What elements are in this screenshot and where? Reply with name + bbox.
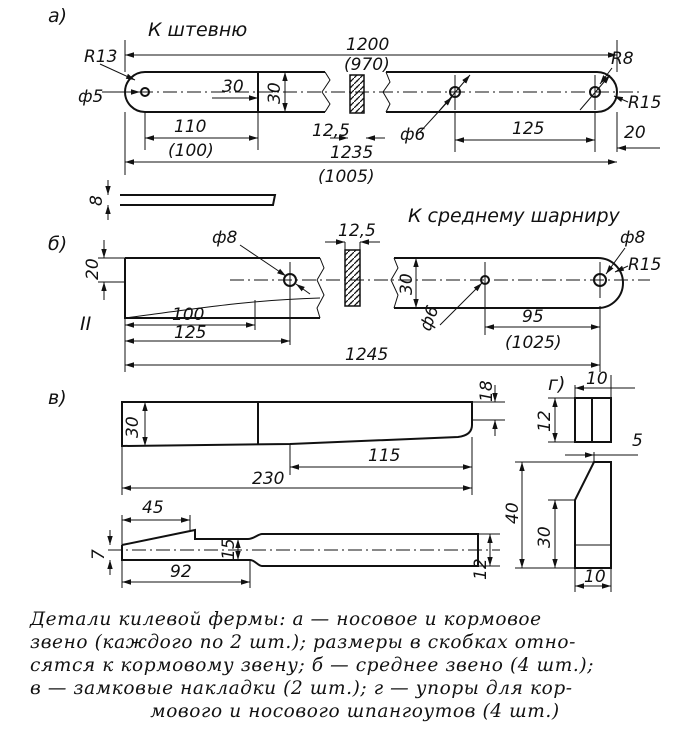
- dim-b-1245: 1245: [345, 345, 388, 365]
- dim-b-125: 125: [174, 323, 206, 343]
- view-b-taper: [124, 297, 321, 319]
- dim-g-40: 40: [503, 502, 523, 524]
- dim-b-100: 100: [172, 305, 204, 325]
- dim-a-r8: R8: [611, 49, 634, 69]
- dim-b-d8-right: ф8: [620, 228, 646, 248]
- view-a-section: [349, 74, 365, 114]
- dim-v-45: 45: [142, 498, 164, 518]
- dim-a-100: (100): [168, 141, 214, 161]
- dim-v-7: 7: [89, 549, 109, 560]
- keel-truss-drawing: а) К штевню 1200 (970) R13 ф5 R8 R: [48, 5, 661, 592]
- view-b-section: [344, 249, 361, 307]
- view-a-bar-right: [386, 71, 618, 113]
- view-v-plate-side: [121, 528, 479, 567]
- view-v: в) 30 18 115 230 45 7 15 92: [48, 380, 505, 588]
- dim-v-92: 92: [170, 562, 192, 582]
- view-a-label: а): [48, 5, 67, 27]
- dim-v-15: 15: [219, 538, 239, 560]
- dim-a-30w: 30: [222, 77, 244, 97]
- caption-line-2: звено (каждого по 2 шт.); размеры в скоб…: [30, 632, 576, 653]
- figure-caption: Детали килевой фермы: а — носовое и корм…: [30, 608, 680, 723]
- dim-a-30h: 30: [265, 82, 285, 104]
- dim-g-5: 5: [632, 431, 643, 451]
- dim-a-8: 8: [87, 195, 107, 206]
- view-v-label: в): [48, 387, 67, 409]
- view-g: г) 10 12 5 40 30 10: [503, 369, 643, 592]
- dim-v-115: 115: [368, 446, 400, 466]
- dim-a-110: 110: [174, 117, 206, 137]
- dim-a-1235: 1235: [330, 143, 373, 163]
- dim-a-d6: ф6: [400, 125, 426, 145]
- caption-line-3: сятся к кормовому звену; б — среднее зве…: [30, 655, 595, 676]
- view-b-break-right: [390, 257, 399, 309]
- dim-g-12: 12: [535, 410, 555, 432]
- dim-a-970: (970): [344, 55, 390, 75]
- dim-b-20: 20: [83, 258, 103, 280]
- view-b-right-outline: [394, 257, 624, 309]
- dim-a-r15: R15: [628, 93, 661, 113]
- view-g-label: г): [548, 373, 565, 395]
- view-a-break-left: [321, 71, 331, 113]
- dim-v-30: 30: [123, 416, 143, 438]
- dim-b-30: 30: [397, 273, 417, 295]
- dim-a-d5: ф5: [78, 87, 103, 107]
- dim-b-d8-left: ф8: [212, 228, 238, 248]
- dim-b-r15: R15: [628, 255, 661, 275]
- view-b-section-mark: II: [80, 313, 92, 335]
- dim-v-230: 230: [252, 469, 284, 489]
- dim-g-10-top: 10: [586, 369, 608, 389]
- view-b-note: К среднему шарниру: [408, 205, 621, 227]
- view-g-block-side: [574, 461, 612, 569]
- dim-g-30: 30: [535, 526, 555, 548]
- view-b-break-left: [316, 257, 325, 319]
- dim-g-10-bottom: 10: [584, 567, 606, 587]
- view-a-side-bar: [120, 194, 277, 206]
- dim-v-12: 12: [471, 558, 491, 580]
- view-v-plate-top: [121, 401, 473, 448]
- dim-a-r13: R13: [84, 47, 117, 67]
- dim-a-1005: (1005): [318, 167, 375, 187]
- dim-a-20: 20: [624, 123, 646, 143]
- view-a: а) К штевню 1200 (970) R13 ф5 R8 R: [48, 5, 661, 220]
- view-b: б) К среднему шарниру II ф8 12,5 ф8 R15: [48, 205, 661, 372]
- caption-line-4: в — замковые накладки (2 шт.); г — упоры…: [30, 678, 573, 699]
- caption-line-5: мового и носового шпангоутов (4 шт.): [150, 701, 560, 722]
- view-b-label: б): [48, 233, 67, 255]
- view-b-left-outline: [124, 257, 320, 319]
- dim-b-12-5: 12,5: [338, 221, 376, 241]
- dim-v-18: 18: [477, 380, 497, 402]
- dim-a-125: 125: [512, 119, 544, 139]
- view-a-hole-left: [140, 87, 150, 97]
- dim-b-95: 95: [522, 307, 544, 327]
- view-a-note: К штевню: [148, 19, 247, 41]
- dim-a-1200: 1200: [346, 35, 389, 55]
- caption-line-1: Детали килевой фермы: а — носовое и корм…: [30, 609, 542, 630]
- dim-b-1025: (1025): [505, 333, 562, 353]
